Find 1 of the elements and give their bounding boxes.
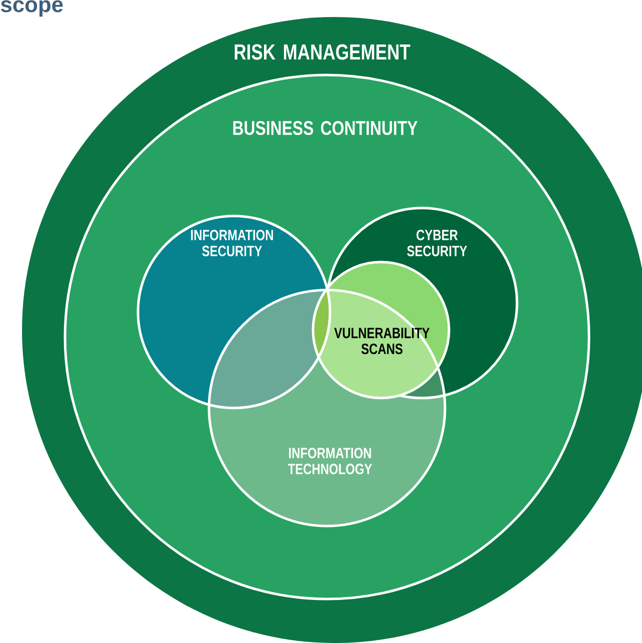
heading-text: scope xyxy=(0,0,63,17)
